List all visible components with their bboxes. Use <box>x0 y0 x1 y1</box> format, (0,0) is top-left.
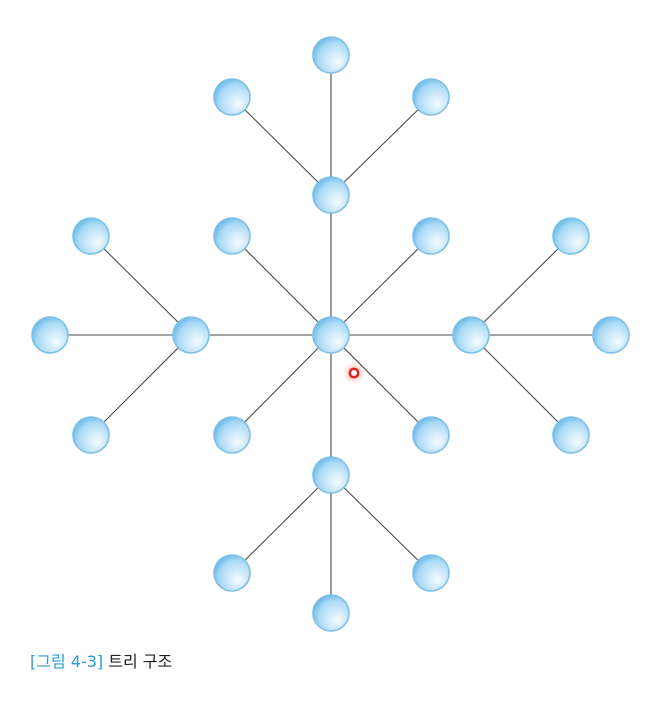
node-lr-leaf <box>412 416 450 454</box>
node-bottom-hub <box>312 456 350 494</box>
node-ll-leaf <box>213 416 251 454</box>
node-top-hub <box>312 176 350 214</box>
edge-right-hub-right-3 <box>470 334 572 436</box>
edge-left-hub-left-1 <box>90 235 192 336</box>
figure-caption: [그림 4-3] 트리 구조 <box>30 648 172 672</box>
tree-edges <box>50 55 611 613</box>
node-left-2 <box>31 316 69 354</box>
edge-center-ll-leaf <box>231 334 332 436</box>
caption-label: [그림 4-3] <box>30 652 104 671</box>
edge-center-ur-leaf <box>330 235 432 336</box>
node-left-hub <box>172 316 210 354</box>
caption-text: 트리 구조 <box>108 652 173 671</box>
node-left-3 <box>72 416 110 454</box>
pointer-marker <box>343 362 365 384</box>
node-right-2 <box>592 316 630 354</box>
tree-nodes <box>31 36 630 632</box>
node-bottom-2 <box>312 594 350 632</box>
edge-bottom-hub-bottom-3 <box>330 474 432 574</box>
edge-top-hub-top-2 <box>231 96 332 196</box>
edge-left-hub-left-3 <box>90 334 192 436</box>
node-top-2 <box>213 78 251 116</box>
node-top-3 <box>412 78 450 116</box>
node-top-1 <box>312 36 350 74</box>
node-ul-leaf <box>213 217 251 255</box>
node-right-1 <box>552 217 590 255</box>
edge-bottom-hub-bottom-1 <box>231 474 332 574</box>
node-bottom-3 <box>412 554 450 592</box>
edge-right-hub-right-1 <box>470 235 572 336</box>
edge-center-lr-leaf <box>330 334 432 436</box>
node-right-hub <box>452 316 490 354</box>
node-right-3 <box>552 416 590 454</box>
edge-top-hub-top-3 <box>330 96 432 196</box>
node-left-1 <box>72 217 110 255</box>
node-center <box>312 316 350 354</box>
node-bottom-1 <box>213 554 251 592</box>
node-ur-leaf <box>412 217 450 255</box>
edge-center-ul-leaf <box>231 235 332 336</box>
